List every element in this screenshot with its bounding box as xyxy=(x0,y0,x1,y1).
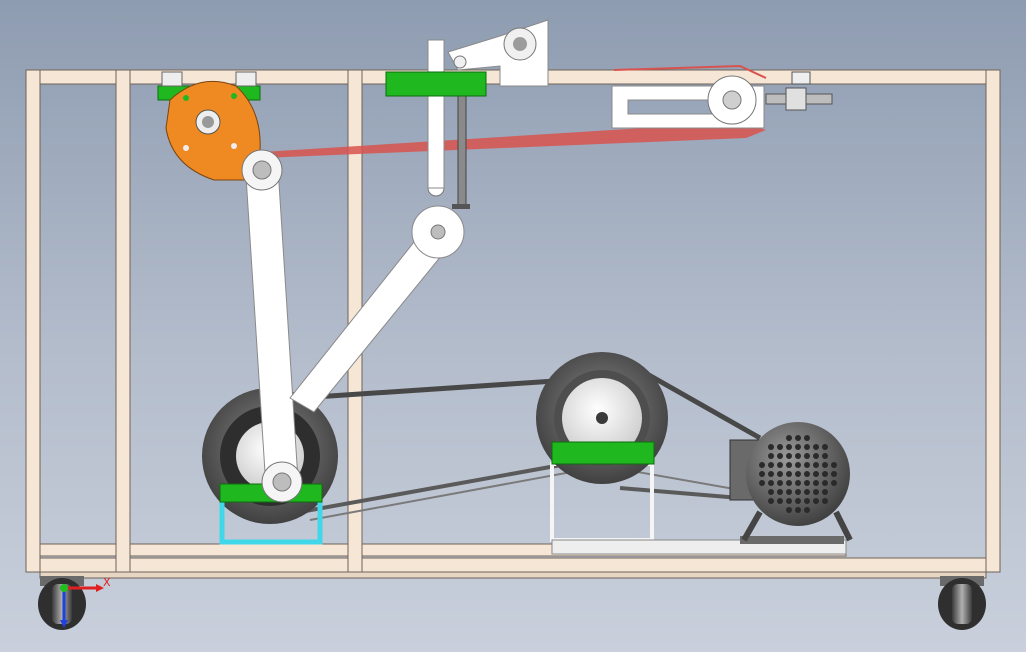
tensioner xyxy=(611,71,833,129)
vent-hole xyxy=(768,498,774,504)
vent-hole xyxy=(831,480,837,486)
vent-hole xyxy=(804,462,810,468)
vent-hole xyxy=(786,444,792,450)
vent-hole xyxy=(786,435,792,441)
vent-hole xyxy=(813,462,819,468)
red-belt-top xyxy=(613,64,767,79)
dark-belt-lower xyxy=(299,456,741,514)
vent-hole xyxy=(804,471,810,477)
rocker-arm xyxy=(289,231,447,413)
vent-hole xyxy=(759,471,765,477)
vent-hole xyxy=(777,498,783,504)
vent-hole xyxy=(804,498,810,504)
frame-right-post xyxy=(985,69,1001,573)
dark-belt-upper xyxy=(269,367,762,441)
vent-hole xyxy=(813,471,819,477)
vent-hole xyxy=(813,498,819,504)
vent-hole xyxy=(759,462,765,468)
slider-rod xyxy=(427,39,445,189)
right-caster xyxy=(938,576,986,630)
vent-hole xyxy=(795,435,801,441)
vent-hole xyxy=(822,480,828,486)
vent-hole xyxy=(795,462,801,468)
vent-hole xyxy=(768,489,774,495)
vent-hole xyxy=(768,471,774,477)
vent-hole xyxy=(795,480,801,486)
vent-hole xyxy=(768,453,774,459)
vent-hole xyxy=(786,462,792,468)
vent-hole xyxy=(795,498,801,504)
vent-hole xyxy=(804,444,810,450)
vent-hole xyxy=(768,462,774,468)
vent-hole xyxy=(786,480,792,486)
vent-hole xyxy=(813,453,819,459)
frame-bottom-rail xyxy=(25,557,1001,573)
left-caster xyxy=(38,576,86,630)
vent-hole xyxy=(768,480,774,486)
vent-hole xyxy=(822,489,828,495)
motor-vents xyxy=(759,435,837,513)
electric-motor xyxy=(729,422,853,544)
vent-hole xyxy=(777,453,783,459)
axis-triad: X xyxy=(60,576,111,628)
vent-hole xyxy=(822,462,828,468)
vent-hole xyxy=(804,453,810,459)
vent-hole xyxy=(777,480,783,486)
vent-hole xyxy=(822,453,828,459)
frame-bottom-footer xyxy=(39,571,987,579)
vent-hole xyxy=(813,489,819,495)
vent-hole xyxy=(777,489,783,495)
vent-hole xyxy=(804,507,810,513)
red-belt xyxy=(262,122,766,158)
vent-hole xyxy=(786,498,792,504)
vent-hole xyxy=(804,489,810,495)
vent-hole xyxy=(795,507,801,513)
x-axis-label: X xyxy=(103,576,111,589)
vent-hole xyxy=(768,444,774,450)
vent-hole xyxy=(831,462,837,468)
vent-hole xyxy=(786,453,792,459)
vent-hole xyxy=(786,507,792,513)
vent-hole xyxy=(813,480,819,486)
top-bracket xyxy=(385,71,487,97)
vent-hole xyxy=(822,498,828,504)
vent-hole xyxy=(777,462,783,468)
vent-hole xyxy=(822,471,828,477)
frame-left-post xyxy=(25,69,41,573)
vent-hole xyxy=(786,471,792,477)
frame xyxy=(25,69,1001,579)
vent-hole xyxy=(759,480,765,486)
vent-hole xyxy=(795,444,801,450)
vent-hole xyxy=(822,444,828,450)
vent-hole xyxy=(795,489,801,495)
frame-post-2 xyxy=(115,69,131,573)
vent-hole xyxy=(777,444,783,450)
vent-hole xyxy=(831,471,837,477)
top-bearing-block xyxy=(447,19,549,87)
vent-hole xyxy=(786,489,792,495)
vent-hole xyxy=(813,444,819,450)
vent-hole xyxy=(804,480,810,486)
vent-hole xyxy=(795,471,801,477)
guide-pin xyxy=(457,83,467,207)
vent-hole xyxy=(804,435,810,441)
vent-hole xyxy=(777,471,783,477)
vent-hole xyxy=(795,453,801,459)
